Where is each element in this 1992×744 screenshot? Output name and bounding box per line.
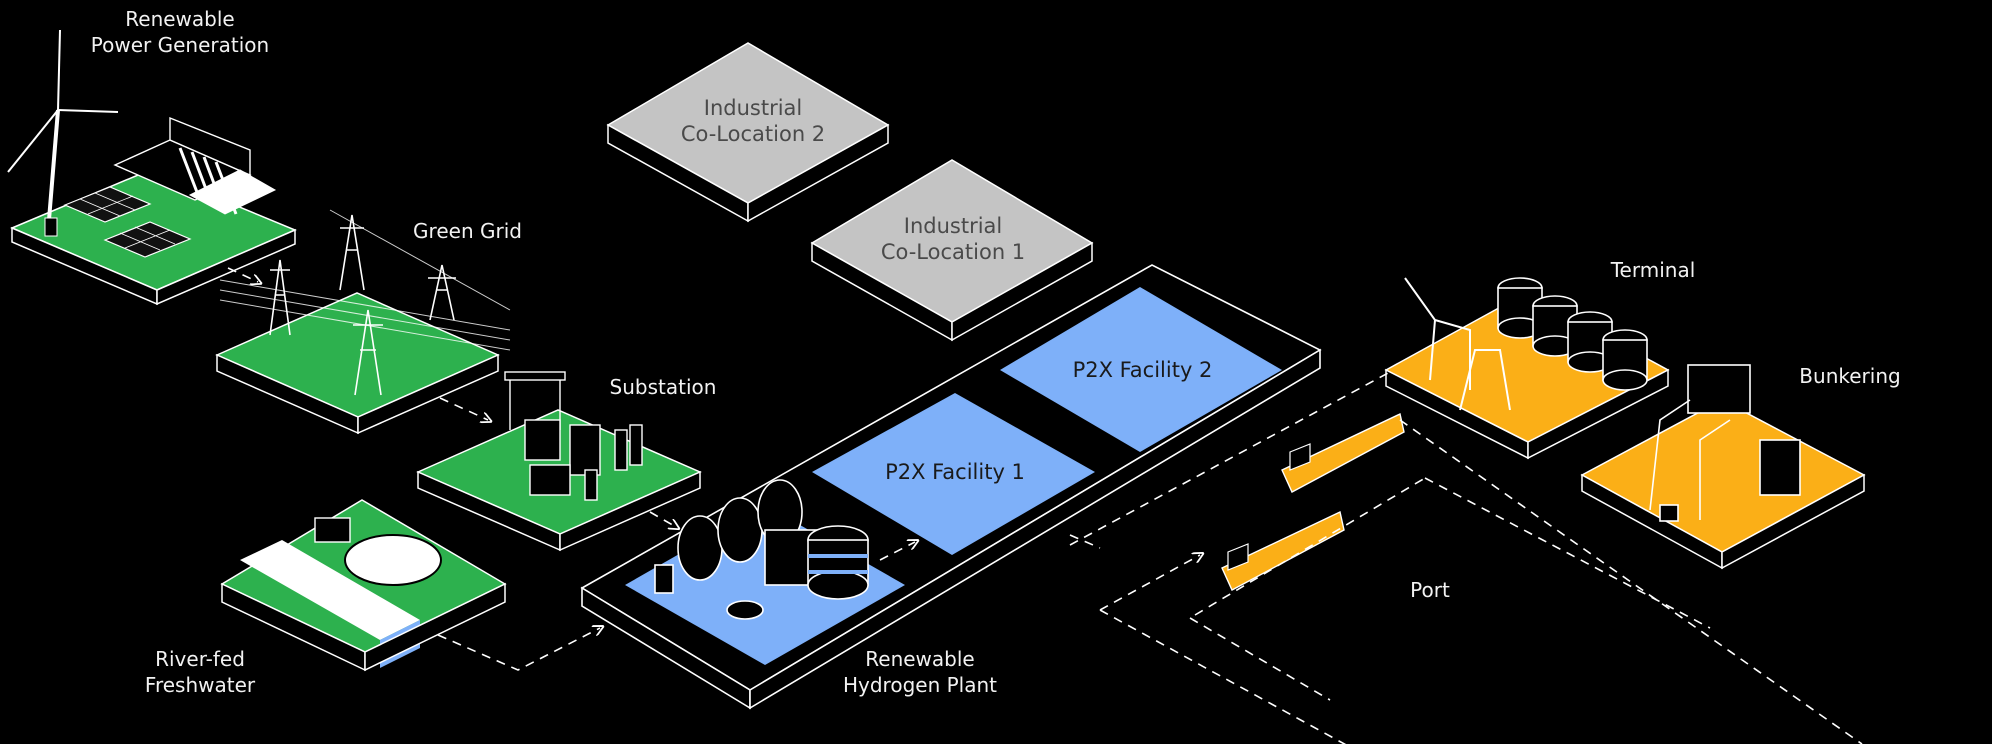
- bunkering-label: Bunkering: [1799, 364, 1901, 388]
- substation-label: Substation: [609, 375, 717, 399]
- industrial-colocation-1-label: Industrial Co-Location 1: [880, 214, 1026, 264]
- industrial-colocation-2-label: Industrial Co-Location 2: [680, 96, 826, 146]
- bunkering-tile: [1580, 364, 1866, 570]
- ship-upper: [1281, 412, 1405, 493]
- hydrogen-plant-label: Renewable Hydrogen Plant: [842, 647, 997, 697]
- green-grid-tile: [215, 209, 511, 435]
- terminal-label: Terminal: [1610, 258, 1696, 282]
- river-freshwater-tile: [220, 499, 507, 672]
- terminal-tile: [1384, 277, 1670, 460]
- industrial-colocation-1-tile: [810, 159, 1094, 342]
- industrial-colocation-2-tile: [606, 42, 890, 223]
- port-label: Port: [1410, 578, 1450, 602]
- renewable-power-label: Renewable Power Generation: [90, 7, 270, 57]
- p2x-facility-2-tile: [1000, 287, 1282, 452]
- p2x-facility-2-label: P2X Facility 2: [1072, 358, 1213, 382]
- substation-tile: [416, 371, 702, 552]
- river-freshwater-label: River-fed Freshwater: [144, 647, 256, 697]
- p2x-facility-1-label: P2X Facility 1: [885, 460, 1025, 484]
- renewable-power-tile: [7, 29, 297, 306]
- p2x-facility-1-tile: [812, 393, 1095, 555]
- green-grid-label: Green Grid: [413, 219, 522, 243]
- flow-arrows: [227, 267, 1863, 744]
- ship-lower: [1221, 510, 1345, 591]
